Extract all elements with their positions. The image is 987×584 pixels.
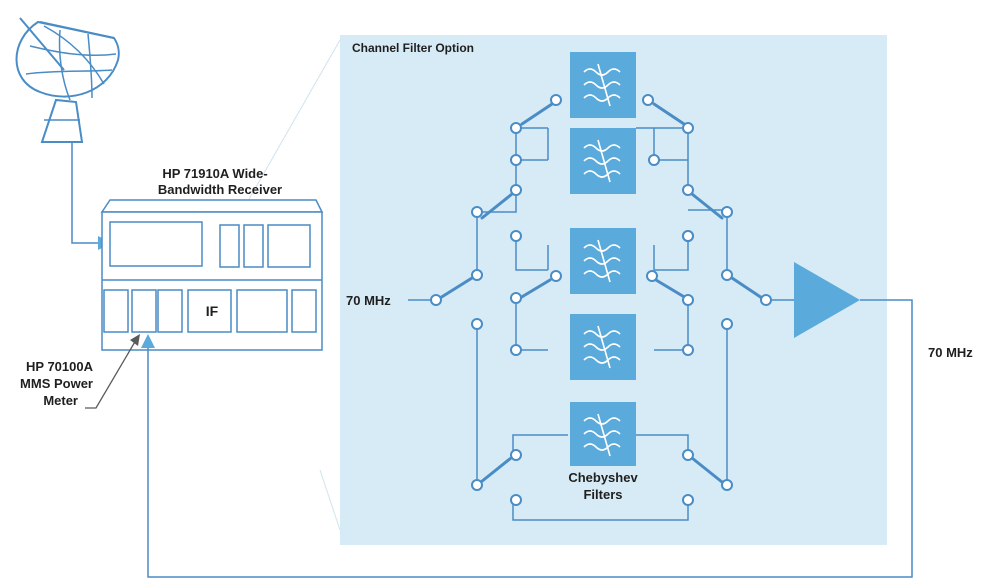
power-meter-line2: MMS Power [20,376,93,391]
dish-cable [71,142,100,244]
filter-block-2 [570,128,636,194]
filter-block-4 [570,314,636,380]
chebyshev-label-line2: Filters [583,487,623,502]
if-label: IF [205,303,219,319]
filter-block-1 [570,52,636,118]
receiver-title-line1: HP 71910A Wide- [162,166,268,181]
filter-block-3 [570,228,636,294]
power-meter-leader-arrowhead [130,334,140,346]
feedback-arrowhead [141,334,155,348]
input-frequency-label: 70 MHz [346,293,391,308]
feedback-loop-line [147,299,913,578]
power-meter-line3: Meter [43,393,78,408]
output-frequency-label: 70 MHz [928,345,973,360]
zoom-guide-lines [239,39,341,531]
receiver-title-line2: Bandwidth Receiver [157,182,283,197]
amplifier-icon [794,262,860,338]
channel-filter-option-label: Channel Filter Option [352,41,474,55]
switch-arms [438,102,764,484]
chebyshev-label-line1: Chebyshev [568,470,638,485]
power-meter-leader [85,339,137,409]
power-meter-line1: HP 70100A [26,359,93,374]
receiver-chassis [100,199,324,351]
switch-terminals [430,94,772,506]
satellite-dish-icon [15,17,120,143]
filter-block-5 [570,402,636,466]
